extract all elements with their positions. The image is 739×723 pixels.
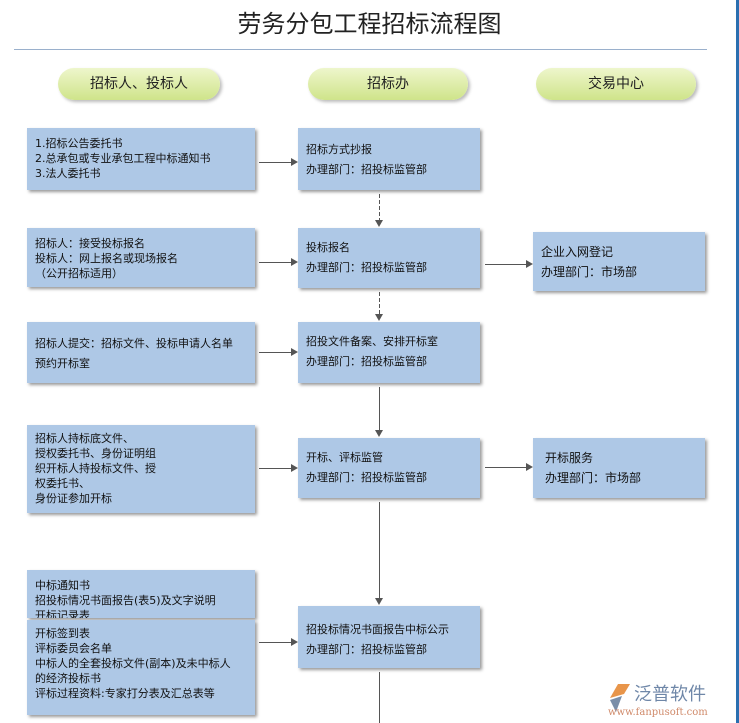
middle-box-1: 招标方式抄报 办理部门：招投标监管部	[298, 128, 480, 190]
step-name: 开标、评标监管	[306, 451, 383, 464]
arrow-head	[375, 430, 383, 437]
step-dept: 办理部门：招投标监管部	[306, 355, 427, 368]
arrow-head	[526, 463, 533, 471]
svg-text:泛普软件: 泛普软件	[634, 684, 706, 705]
arrow-line	[379, 672, 380, 723]
arrow-line	[259, 468, 291, 469]
step-name: 企业入网登记	[541, 245, 614, 259]
middle-box-4: 开标、评标监管 办理部门：招投标监管部	[298, 438, 480, 498]
arrow-line	[485, 264, 526, 265]
column-header-bidders: 招标人、投标人	[58, 68, 220, 100]
right-box-2: 开标服务 办理部门：市场部	[533, 438, 705, 498]
arrow-head	[291, 348, 298, 356]
left-box-4: 招标人持标底文件、 授权委托书、身份证明组 织开标人持投标文件、授 权委托书、 …	[27, 425, 255, 513]
arrow-head	[375, 220, 383, 227]
left-box-3: 招标人提交：招标文件、投标申请人名单 预约开标室	[27, 322, 255, 383]
arrow-line	[379, 292, 380, 314]
arrow-head	[291, 258, 298, 266]
arrow-head	[375, 314, 383, 321]
arrow-line	[259, 642, 291, 643]
right-border	[736, 0, 739, 723]
step-dept: 办理部门：市场部	[545, 471, 642, 485]
middle-box-2: 投标报名 办理部门：招投标监管部	[298, 228, 480, 288]
arrow-line	[485, 467, 526, 468]
step-dept: 办理部门：招投标监管部	[306, 471, 427, 484]
step-name: 招投文件备案、安排开标室	[306, 335, 438, 348]
arrow-line	[259, 352, 291, 353]
arrow-head	[291, 158, 298, 166]
svg-text:www.fanpusoft.com: www.fanpusoft.com	[608, 707, 708, 718]
step-dept: 办理部门：招投标监管部	[306, 261, 427, 274]
arrow-head	[291, 464, 298, 472]
step-dept: 办理部门：招投标监管部	[306, 643, 427, 656]
right-box-1: 企业入网登记 办理部门：市场部	[533, 232, 705, 291]
logo-icon: 泛普软件 www.fanpusoft.com	[608, 684, 708, 718]
middle-box-5: 招投标情况书面报告中标公示 办理部门：招投标监管部	[298, 606, 480, 668]
column-header-bid-office: 招标办	[308, 68, 468, 100]
arrow-line	[259, 262, 291, 263]
left-box-2: 招标人：接受投标报名 投标人：网上报名或现场报名 （公开招标适用）	[27, 228, 255, 287]
page-title: 劳务分包工程招标流程图	[237, 10, 502, 38]
arrow-head	[291, 638, 298, 646]
arrow-head	[375, 598, 383, 605]
column-header-trading-center: 交易中心	[536, 68, 696, 100]
step-name: 投标报名	[306, 241, 350, 254]
left-box-6: 开标签到表 评标委员会名单 中标人的全套投标文件(副本)及未中标人 的经济投标书…	[27, 620, 255, 715]
step-dept: 办理部门：市场部	[541, 265, 638, 279]
arrow-line	[259, 162, 291, 163]
arrow-line	[379, 502, 380, 598]
arrow-line	[379, 194, 380, 220]
left-box-5: 中标通知书 招投标情况书面报告(表5)及文字说明 开标记录表	[27, 570, 255, 618]
step-dept: 办理部门：招投标监管部	[306, 163, 427, 176]
fanpusoft-logo: 泛普软件 www.fanpusoft.com	[606, 678, 726, 722]
title-divider	[14, 49, 707, 50]
arrow-head	[526, 260, 533, 268]
middle-box-3: 招投文件备案、安排开标室 办理部门：招投标监管部	[298, 322, 480, 383]
step-name: 招标方式抄报	[306, 143, 372, 156]
step-name: 招投标情况书面报告中标公示	[306, 623, 449, 636]
step-name: 开标服务	[545, 451, 594, 465]
left-box-1: 1.招标公告委托书 2.总承包或专业承包工程中标通知书 3.法人委托书	[27, 128, 255, 190]
arrow-line	[379, 387, 380, 430]
